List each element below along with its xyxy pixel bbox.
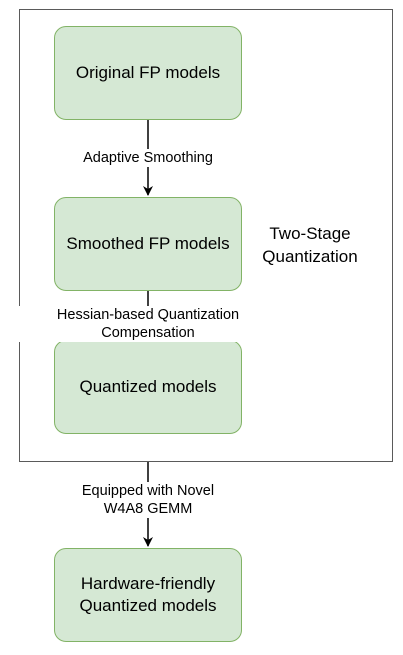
group-label-two-stage-quantization: Two-Stage Quantization [262,224,358,266]
node-original-fp-models: Original FP models [54,26,242,120]
edge-label-adaptive-smoothing: Adaptive Smoothing [64,149,232,167]
edge-label-hessian-compensation: Hessian-based Quantization Compensation [2,306,294,342]
two-stage-quantization-group [19,9,393,462]
node-smoothed-fp-models: Smoothed FP models [54,197,242,291]
edge-label-w4a8-gemm: Equipped with Novel W4A8 GEMM [54,482,242,518]
node-quantized-models: Quantized models [54,340,242,434]
node-hardware-friendly-quantized-models: Hardware-friendly Quantized models [54,548,242,642]
